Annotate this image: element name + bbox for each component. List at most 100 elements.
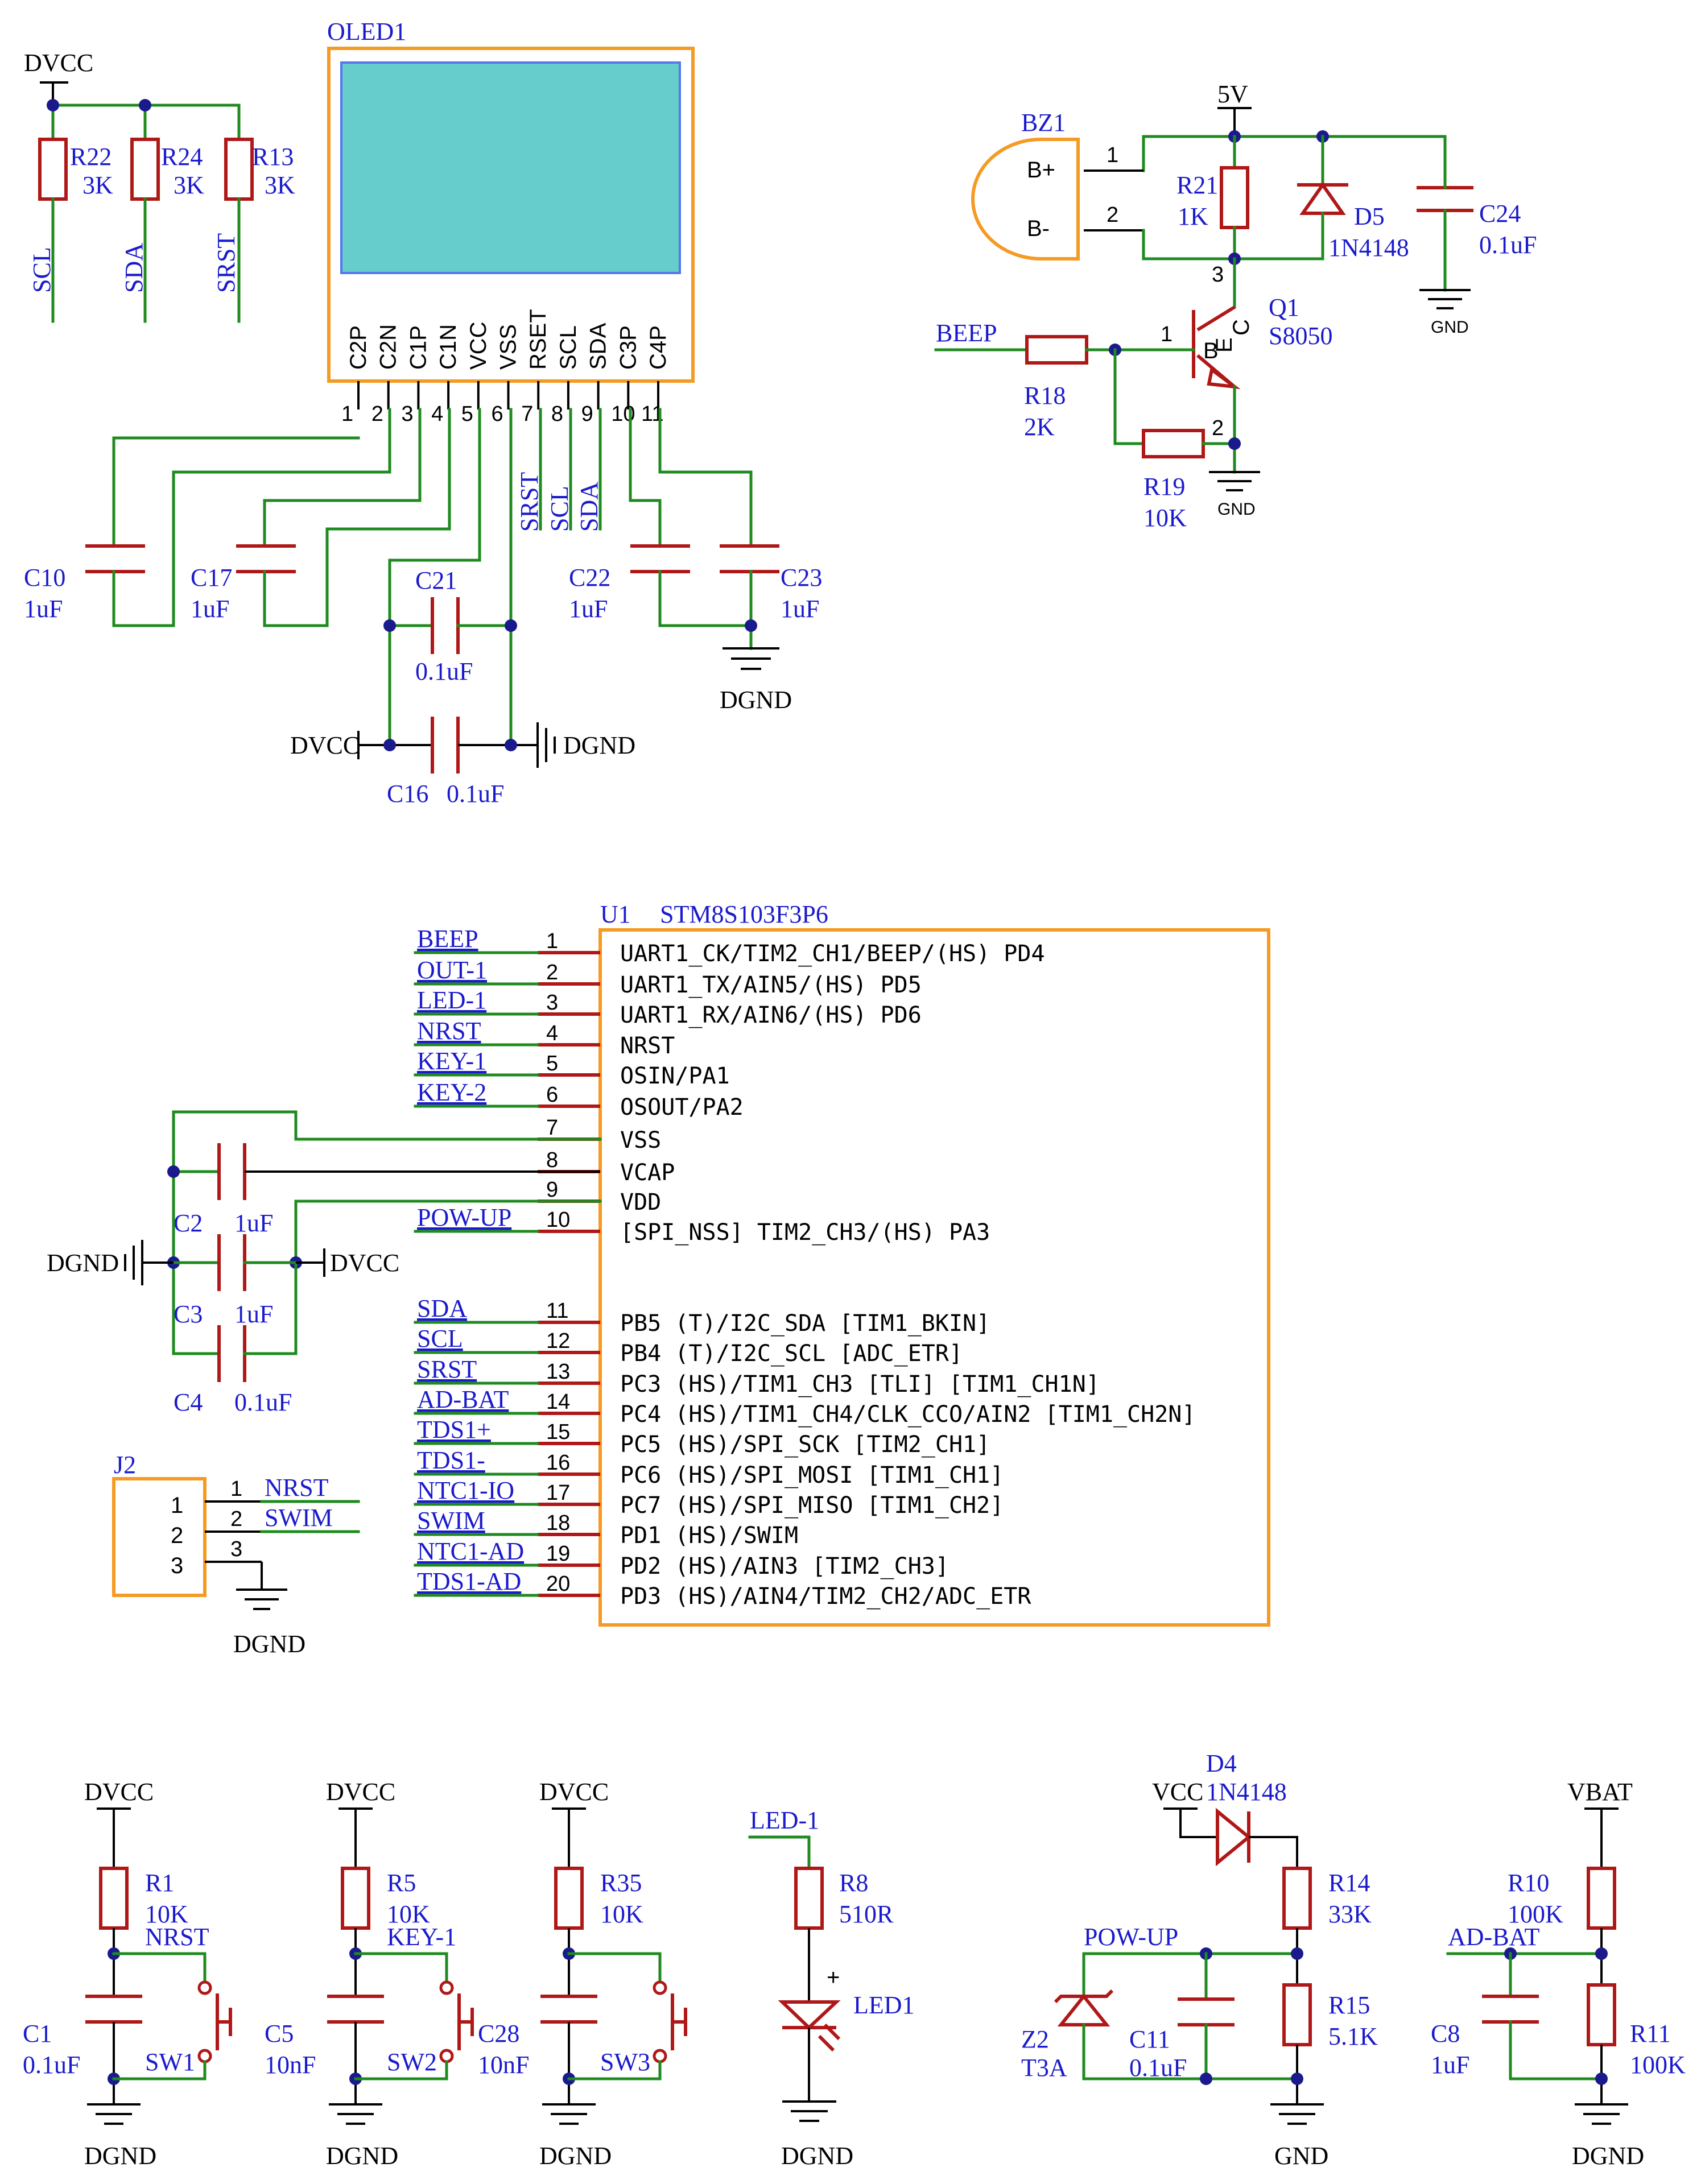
c8-ref: C8 (1431, 2020, 1460, 2048)
mcu-pin-number: 5 (546, 1052, 558, 1076)
oled-pin-number: 1 (341, 402, 353, 426)
powerup-gnd-label: GND (1274, 2142, 1328, 2170)
resistor-ref: R1 (145, 1869, 174, 1897)
mcu-pin-number: 17 (546, 1481, 570, 1505)
mcu-pin-name: PD3 (HS)/AIN4/TIM2_CH2/ADC_ETR (620, 1583, 1031, 1610)
bz1-pin-bplus: B+ (1027, 158, 1055, 183)
r18-value: 2K (1024, 413, 1055, 441)
oled-pin-number: 7 (521, 402, 533, 426)
mcu-net-label: POW-UP (417, 1203, 511, 1231)
mcu-net-label: KEY-2 (417, 1078, 486, 1106)
wire (112, 408, 391, 627)
mcu-pin-name: PB4 (T)/I2C_SCL [ADC_ETR] (620, 1341, 963, 1367)
wire (112, 2060, 207, 2080)
c3-ref: C3 (174, 1300, 203, 1328)
led-dgnd-label: DGND (781, 2142, 853, 2170)
key-net-label: NRST (145, 1923, 209, 1951)
wire (658, 408, 753, 548)
bz1-ref: BZ1 (1021, 109, 1066, 136)
mcu-pin-name: VCAP (620, 1160, 675, 1186)
j2-pin2: 2 (171, 1523, 183, 1548)
switch-contact (197, 1980, 212, 1995)
q1-arrow (1207, 366, 1241, 390)
r24-value: 3K (174, 171, 204, 199)
c11-ref: C11 (1129, 2025, 1170, 2053)
pullup-resistor (341, 1867, 370, 1930)
c16-ref: C16 (387, 780, 428, 808)
oled-pin-name: C4P (646, 325, 671, 370)
mcu-pin-name: UART1_TX/AIN5/(HS) PD5 (620, 972, 922, 998)
mcu-dgnd-label: DGND (47, 1249, 119, 1277)
bz1-pin1-num: 1 (1107, 143, 1118, 167)
mcu-pin-number: 14 (546, 1390, 570, 1414)
mcu-net-label: SWIM (417, 1507, 485, 1534)
j2-ref: J2 (114, 1451, 136, 1479)
mcu-pin-number: 6 (546, 1083, 558, 1107)
mcu-pin-name: PD2 (HS)/AIN3 [TIM2_CH3] (620, 1553, 949, 1579)
r14-value: 33K (1328, 1900, 1372, 1928)
z2-tvs (1057, 1993, 1110, 2026)
c2-value: 1uF (234, 1209, 273, 1237)
c21-ref: C21 (415, 566, 457, 594)
dvcc-label: DVCC (24, 49, 93, 77)
switch-contact (653, 2049, 667, 2063)
j2-pin3: 3 (171, 1553, 183, 1578)
wire (567, 1952, 662, 1984)
led-section: LED-1 R8 510R + LED1 DGND (748, 1806, 915, 2170)
oled-sda-label: SDA (575, 482, 603, 532)
mcu-net-label: TDS1-AD (417, 1567, 521, 1595)
j2-swim-label: SWIM (265, 1504, 333, 1532)
mcu-pin-number: 13 (546, 1360, 570, 1384)
mcu-pin-name: [SPI_NSS] TIM2_CH3/(HS) PA3 (620, 1219, 990, 1246)
d5-diode (1299, 181, 1346, 215)
oled-pin-number: 4 (431, 402, 443, 426)
wire (112, 1952, 207, 1984)
mcu-pin-name: PC7 (HS)/SPI_MISO [TIM1_CH2] (620, 1492, 1004, 1519)
led-net-label: LED-1 (750, 1806, 819, 1834)
oled-pin-number: 8 (551, 402, 563, 426)
mcu-pin-number: 12 (546, 1329, 570, 1353)
key-gnd-label: DGND (84, 2142, 156, 2170)
bz1-pin-bminus: B- (1027, 216, 1050, 241)
switch-contact (439, 2049, 454, 2063)
mcu-net-label: LED-1 (417, 986, 486, 1014)
mcu-pin-number: 2 (546, 961, 558, 985)
key-supply-label: DVCC (539, 1778, 609, 1806)
pullup-section: DVCC R22 3K R24 3K R13 3K SCL SDA SRST (24, 49, 295, 323)
powerup-net-label: POW-UP (1084, 1923, 1178, 1951)
mcu-net-label: NRST (417, 1017, 481, 1045)
mcu-net-label: NTC1-IO (417, 1476, 514, 1504)
c2-ref: C2 (174, 1209, 203, 1237)
oled-display (340, 61, 681, 274)
battery-section: VBAT R10 100K AD-BAT C8 1uF R11 100K DGN… (1431, 1778, 1686, 2170)
j2-pin3-num: 3 (230, 1537, 242, 1561)
pullup-resistor (554, 1867, 584, 1930)
oled-dgnd-label: DGND (563, 731, 635, 759)
resistor-ref: R35 (600, 1869, 642, 1897)
mcu-pin-name: PC6 (HS)/SPI_MOSI [TIM1_CH1] (620, 1462, 1004, 1488)
oled-pin-name: C2N (376, 324, 401, 370)
battery-dgnd-label: DGND (1572, 2142, 1644, 2170)
c23-value: 1uF (781, 595, 819, 623)
q1-ref: Q1 (1269, 293, 1299, 321)
oled-pin-name: C3P (616, 325, 641, 370)
wire (1179, 1809, 1217, 1838)
r14-ref: R14 (1328, 1869, 1370, 1897)
mcu-pin-name: PD1 (HS)/SWIM (620, 1523, 798, 1549)
oled-pin-name: RSET (526, 309, 551, 370)
powerup-section: D4 1N4148 VCC R14 33K POW-UP Z2 T3A C11 … (1021, 1749, 1378, 2170)
adbat-net-label: AD-BAT (1448, 1923, 1539, 1951)
r19-ref: R19 (1143, 473, 1185, 500)
r24-resistor (130, 138, 160, 201)
vbat-label: VBAT (1567, 1778, 1633, 1806)
resistor-value: 10K (145, 1900, 188, 1928)
z2-value: T3A (1021, 2054, 1067, 2082)
d4-value: 1N4148 (1206, 1778, 1287, 1806)
r21-resistor (1220, 166, 1249, 229)
q1-e-label: E (1212, 337, 1237, 353)
r8-ref: R8 (839, 1869, 868, 1897)
oled-pin-number: 3 (401, 402, 413, 426)
r13-value: 3K (265, 171, 295, 199)
